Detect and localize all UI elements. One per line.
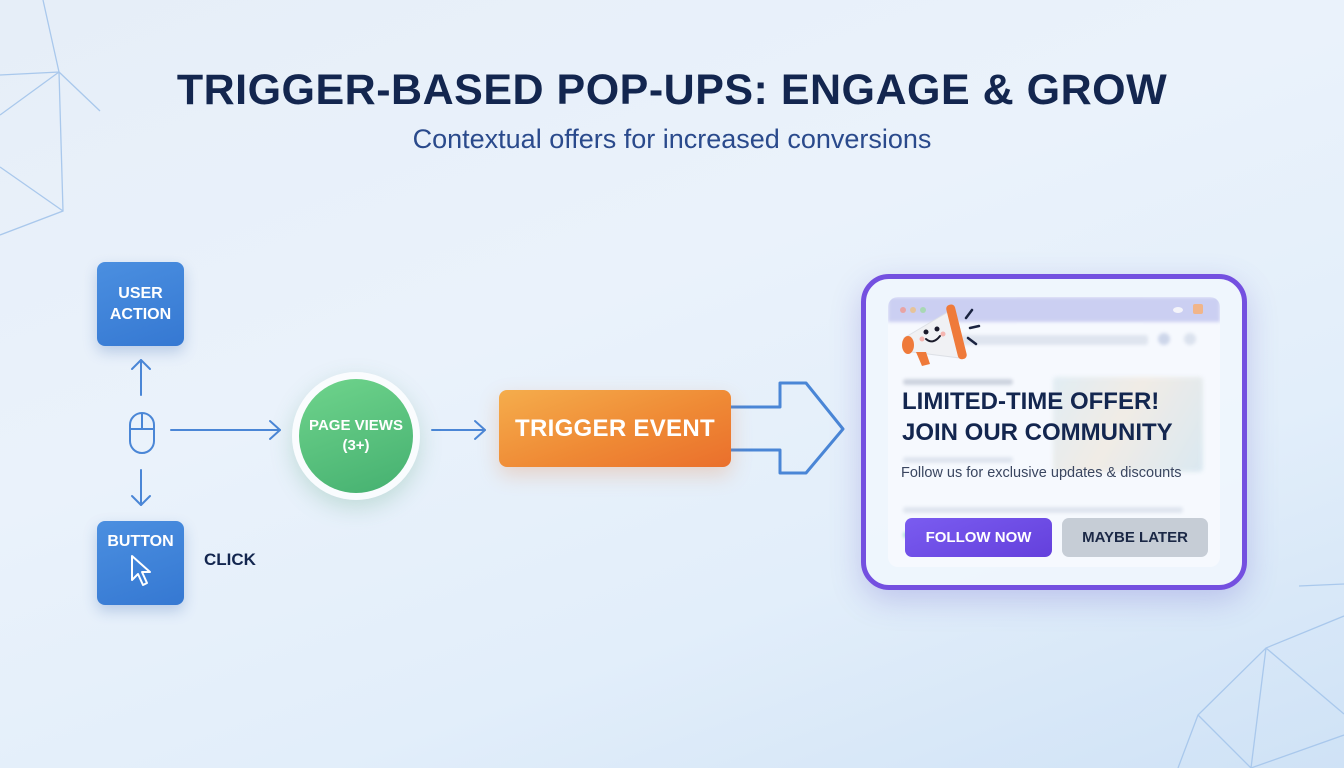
- popup-headline: LIMITED-TIME OFFER! JOIN OUR COMMUNITY: [902, 386, 1173, 448]
- trigger-event-node: TRIGGER EVENT: [499, 390, 731, 467]
- user-action-node: USER ACTION: [97, 262, 184, 346]
- user-action-label-line2: ACTION: [109, 306, 172, 323]
- button-node-label: BUTTON: [107, 532, 174, 550]
- popup-headline-line1: LIMITED-TIME OFFER!: [902, 388, 1160, 415]
- click-label: CLICK: [204, 550, 256, 569]
- popup-headline-line2: JOIN OUR COMMUNITY: [902, 419, 1173, 446]
- follow-now-button[interactable]: FOLLOW NOW: [905, 518, 1052, 557]
- cursor-pointer-icon: [130, 554, 151, 586]
- megaphone-icon: [902, 304, 981, 366]
- page-views-label-line1: PAGE VIEWS: [309, 417, 403, 434]
- page-views-label-line2: (3+): [342, 437, 370, 454]
- mouse-icon: [129, 412, 155, 454]
- page-title: TRIGGER-BASED POP-UPS: ENGAGE & GROW: [176, 66, 1168, 114]
- button-node: BUTTON: [97, 521, 184, 605]
- page-subtitle: Contextual offers for increased conversi…: [412, 124, 932, 154]
- maybe-later-button[interactable]: MAYBE LATER: [1062, 518, 1208, 557]
- popup-description: Follow us for exclusive updates & discou…: [901, 465, 1182, 481]
- page-views-node: PAGE VIEWS (3+): [292, 372, 420, 500]
- user-action-label-line1: USER: [118, 285, 163, 302]
